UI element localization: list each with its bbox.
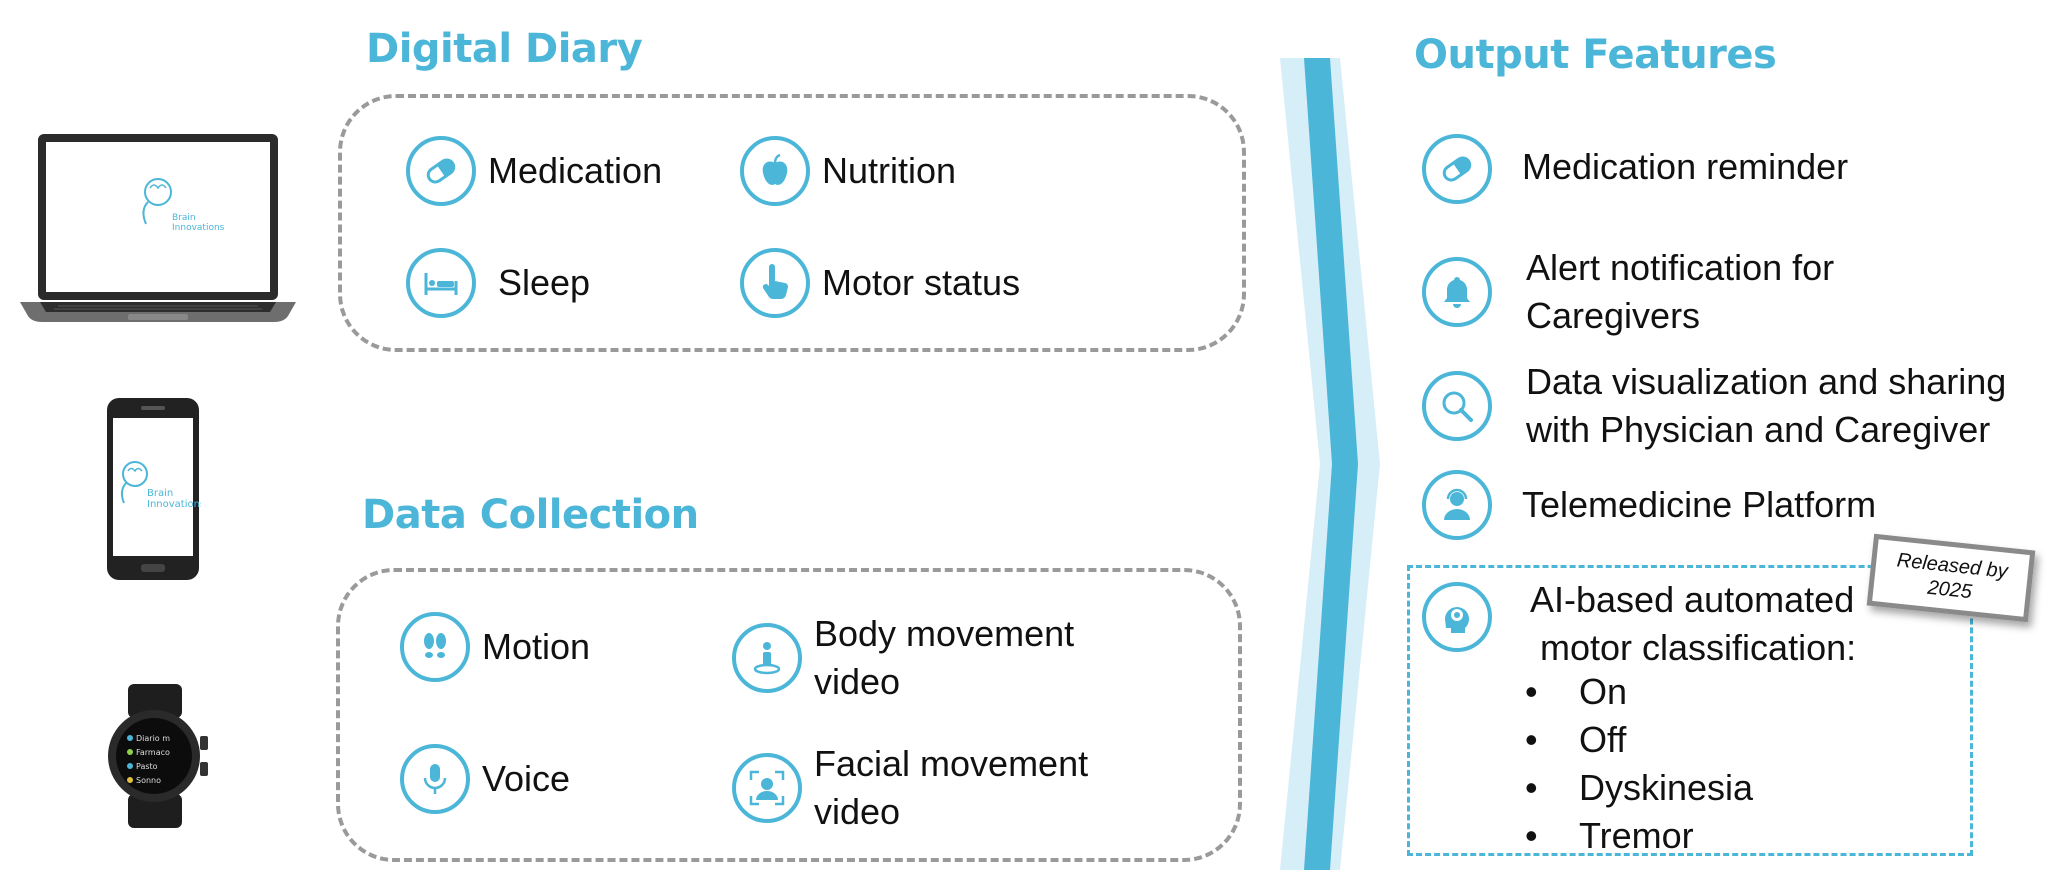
laptop-brand-line2: Innovations (172, 223, 225, 233)
motor-class-tremor: Tremor (1525, 812, 1753, 860)
collection-item-facial-movement-label: Facial movement video (814, 743, 1089, 832)
diary-item-medication-label: Medication (488, 150, 663, 191)
output-item-alert: Alert notification for Caregivers (1422, 244, 1834, 340)
smartwatch-image: Diario m Farmaco Pasto Sonno (100, 684, 210, 828)
laptop-brand-line1: Brain (172, 213, 196, 223)
watch-menu-1: Diario m (136, 734, 170, 743)
diary-item-sleep-label: Sleep (498, 262, 591, 303)
laptop-image: Brain Innovations (18, 130, 298, 330)
pointing-hand-icon (740, 248, 810, 318)
digital-diary-title: Digital Diary (366, 26, 643, 72)
phone-brand-line2: Innovations (147, 499, 201, 510)
diary-item-motor-status-label: Motor status (822, 262, 1021, 303)
apple-icon (740, 136, 810, 206)
magnifier-icon (1422, 371, 1492, 441)
output-item-telemedicine-label: Telemedicine Platform (1522, 484, 1877, 525)
bell-icon (1422, 257, 1492, 327)
output-item-data-visualization: Data visualization and sharing with Phys… (1422, 358, 2006, 454)
collection-item-facial-movement: Facial movement video (732, 740, 1088, 836)
watch-menu-2: Farmaco (136, 748, 170, 757)
output-item-ai-classification-label: AI-based automated motor classification: (1530, 579, 1857, 668)
output-features-title: Output Features (1414, 32, 1777, 78)
headset-person-icon (1422, 470, 1492, 540)
diary-item-motor-status: Motor status (740, 248, 1020, 318)
flow-arrow (1280, 58, 1380, 870)
output-item-alert-label: Alert notification for Caregivers (1526, 247, 1835, 336)
diary-item-sleep: Sleep (406, 248, 590, 318)
digital-diary-box (338, 94, 1246, 352)
data-collection-box (336, 568, 1242, 862)
pill-icon (1422, 134, 1492, 204)
watch-menu-3: Pasto (136, 762, 158, 771)
diary-item-nutrition-label: Nutrition (822, 150, 957, 191)
face-scan-icon (732, 753, 802, 823)
microphone-icon (400, 744, 470, 814)
brain-head-icon (1422, 582, 1492, 652)
collection-item-voice: Voice (400, 744, 570, 814)
output-item-data-visualization-label: Data visualization and sharing with Phys… (1526, 361, 2007, 450)
collection-item-voice-label: Voice (482, 758, 571, 799)
person-on-target-icon (732, 623, 802, 693)
collection-item-body-movement-label: Body movement video (814, 613, 1075, 702)
collection-item-motion: Motion (400, 612, 590, 682)
output-item-ai-classification: AI-based automated motor classification: (1422, 576, 1856, 672)
output-item-medication-reminder-label: Medication reminder (1522, 146, 1849, 187)
motor-class-off: Off (1525, 716, 1753, 764)
pill-icon (406, 136, 476, 206)
motor-class-dyskinesia: Dyskinesia (1525, 764, 1753, 812)
watch-menu-4: Sonno (136, 776, 161, 785)
output-item-telemedicine: Telemedicine Platform (1422, 470, 1876, 540)
diary-item-nutrition: Nutrition (740, 136, 956, 206)
collection-item-body-movement: Body movement video (732, 610, 1074, 706)
phone-brand-line1: Brain (147, 488, 173, 499)
collection-item-motion-label: Motion (482, 626, 591, 667)
output-item-medication-reminder: Medication reminder (1422, 134, 1848, 204)
bed-icon (406, 248, 476, 318)
release-stamp-text: Released by 2025 (1895, 549, 2009, 604)
diary-item-medication: Medication (406, 136, 662, 206)
motor-class-on: On (1525, 668, 1753, 716)
footprints-icon (400, 612, 470, 682)
motor-class-list: On Off Dyskinesia Tremor (1525, 668, 1753, 860)
smartphone-image: Brain Innovations (105, 396, 205, 582)
data-collection-title: Data Collection (362, 492, 699, 538)
